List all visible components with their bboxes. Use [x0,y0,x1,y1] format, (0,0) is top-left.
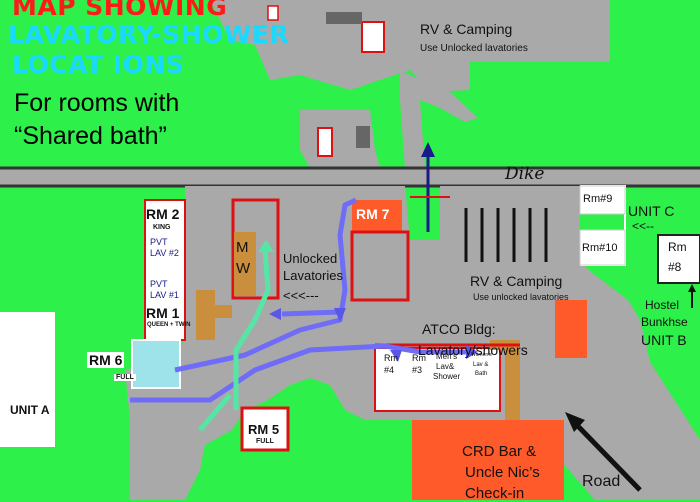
dike-road [0,168,700,186]
rm7-building [352,200,402,232]
road-label: Road [582,473,621,490]
title-line-2: LAVATORY-SHOWER [8,20,290,49]
rm10-label: Rm#10 [582,242,618,254]
atco-building [374,347,501,412]
top-rv-area [210,0,610,92]
rm8-label-2: #8 [668,260,682,274]
road-arrow-line [570,418,642,492]
pvt2-sub: LAV #2 [150,248,179,258]
dike-label: Dike [505,164,545,184]
top-rv-ramp [400,70,478,168]
atco-label-1: ATCO Bldg: [422,321,496,337]
mens-label-2: Lav& [436,362,455,371]
rm2-column [144,199,186,341]
m-label: M [236,239,249,256]
rm10-box [579,229,626,266]
womens-label-2: Lav & [473,362,489,368]
mw-inner-lav [234,232,256,296]
parking-stripes [464,208,548,262]
top-small-building-2 [267,5,279,21]
pvt1-sub: LAV #1 [150,290,179,300]
mens-label-3: Shower [433,372,461,381]
tan-lav-left [196,290,232,340]
rm6-pool [131,339,181,389]
crd-label-2: Uncle Nic’s [465,464,540,481]
subtitle-line-1: For rooms with [14,89,180,117]
atco-label-2: Lavatory/showers [418,342,528,358]
hostel-arrow-head [688,284,696,292]
hostel-label-3: UNIT B [641,332,687,348]
hostel-label-2: Bunkhse [641,315,688,329]
unit-a-building [0,312,55,447]
pvt1-label: PVT [150,279,168,289]
unlocked-label-1: Unlocked [283,251,338,266]
womens-label-3: Bath [475,371,488,377]
rm5-box [240,406,290,452]
rv-mid-sub: Use unlocked lavatories [473,292,569,302]
rm9-box [579,185,626,215]
orange-building-right [555,300,587,358]
womens-label-1: Women's [471,352,492,358]
rm6-label: RM 6 [87,352,125,368]
title-line-3: LOCAT IONS [12,50,185,79]
route-blue-arrows [269,308,478,362]
title-line-1: MAP SHOWING [12,0,228,21]
rm9-label: Rm#9 [583,193,613,205]
w-label: W [236,260,251,277]
subtitle-line-2: “Shared bath” [14,122,167,150]
rm8-box [657,234,700,284]
rv-mid-label: RV & Camping [470,273,563,289]
unit-a-label: UNIT A [10,403,50,417]
north-arrow-head [421,142,435,157]
rm6-sub: FULL [114,374,136,381]
rm2-sub: KING [153,224,171,231]
rm8-label-1: Rm [668,240,687,254]
rm2-label: RM 2 [146,206,180,222]
rv-top-sub: Use Unlocked lavatories [420,43,528,54]
rm3-label-1: Rm [412,353,426,363]
unlocked-arrow: <<<--- [283,288,319,303]
mens-label-1: Men's [436,352,458,361]
crd-bar-building [412,420,564,500]
rm7-label: RM 7 [356,206,390,222]
atco-tan-strip [490,340,520,420]
unlocked-label-2: Lavatories [283,268,343,283]
unit-c-arrow: <<-- [632,219,655,233]
hostel-label-1: Hostel [645,298,680,312]
rm7-lot [350,230,410,302]
mw-building [231,198,280,300]
top-small-building-1 [317,127,333,157]
rm1-label: RM 1 [146,305,180,321]
rm4-label-1: Rm [384,353,398,363]
rm5-label: RM 5 [248,422,280,437]
crd-label-3: Check-in [465,485,525,502]
rm5-sub: FULL [256,438,274,445]
pvt2-label: PVT [150,237,168,247]
top-dark-patch-1 [326,12,362,24]
route-blue [130,197,470,403]
road-arrow-head [565,412,585,432]
rm1-sub: QUEEN + TWIN [147,322,191,328]
top-dark-patch-2 [356,126,370,148]
rv-top-label: RV & Camping [420,21,513,37]
unit-c-label: UNIT C [628,203,675,219]
rm3-label-2: #3 [412,365,423,375]
rm4-label-2: #4 [384,365,395,375]
route-teal-arrow [258,240,274,252]
top-white-building [361,21,385,53]
route-teal [198,249,271,432]
crd-label-1: CRD Bar & [462,443,537,460]
